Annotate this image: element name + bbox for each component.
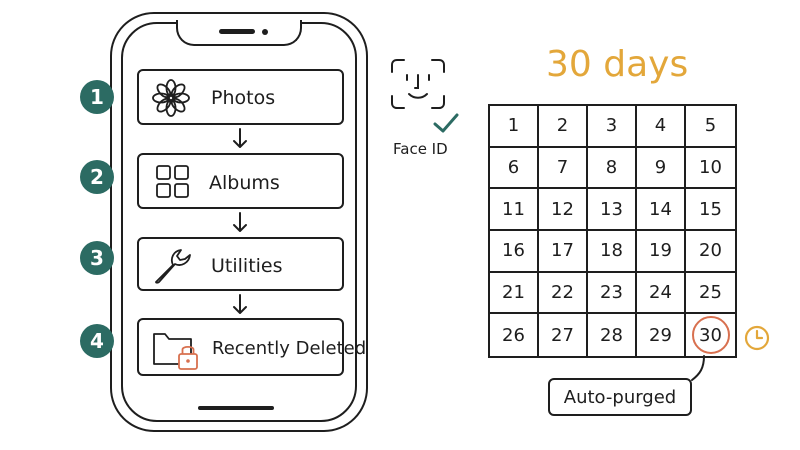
clock-icon — [744, 325, 770, 351]
calendar-day-number: 13 — [600, 198, 623, 220]
flower-icon — [152, 79, 190, 117]
calendar-day: 28 — [588, 314, 637, 356]
step-utilities-button[interactable]: Utilities — [137, 237, 344, 291]
calendar-day: 20 — [686, 231, 735, 273]
calendar-day-number: 11 — [502, 198, 525, 220]
calendar-day: 16 — [490, 231, 539, 273]
calendar-day: 23 — [588, 272, 637, 315]
calendar-day: 25 — [686, 273, 735, 315]
calendar-day-number: 20 — [699, 240, 722, 262]
calendar-day-number: 16 — [502, 240, 525, 262]
calendar-day: 14 — [637, 189, 686, 231]
calendar-day: 11 — [490, 189, 539, 231]
calendar-day: 24 — [637, 272, 686, 315]
calendar-day: 6 — [490, 147, 539, 190]
arrow-down-icon — [233, 294, 247, 314]
calendar-day: 30 — [686, 314, 735, 356]
step-badge-1: 1 — [80, 80, 114, 114]
home-indicator — [198, 406, 274, 410]
calendar-day-number: 1 — [507, 115, 520, 137]
face-id-label: Face ID — [393, 140, 448, 158]
step-badge-2: 2 — [80, 160, 114, 194]
calendar-day-number: 8 — [605, 156, 618, 178]
calendar-day: 22 — [539, 272, 588, 315]
calendar-day-number: 7 — [556, 156, 569, 178]
calendar-day: 18 — [588, 231, 637, 273]
calendar-day: 17 — [539, 231, 588, 273]
auto-purged-label: Auto-purged — [548, 378, 692, 416]
calendar-day-number: 21 — [502, 281, 525, 303]
calendar-day-number: 29 — [649, 324, 672, 346]
calendar-day: 27 — [539, 314, 588, 356]
calendar-day: 7 — [539, 147, 588, 190]
calendar-title: 30 days — [546, 44, 689, 85]
calendar-day-number: 26 — [502, 324, 525, 346]
calendar-day-number: 6 — [507, 156, 520, 178]
step-photos-button[interactable]: Photos — [137, 69, 344, 125]
calendar-day: 12 — [539, 189, 588, 231]
step-label-albums: Albums — [209, 172, 280, 194]
calendar-day: 13 — [588, 189, 637, 231]
calendar-day-number: 30 — [699, 324, 722, 346]
calendar-day-number: 2 — [556, 115, 569, 137]
calendar-day-number: 18 — [600, 240, 623, 262]
grid-icon — [156, 165, 189, 198]
calendar-day-number: 4 — [654, 115, 667, 137]
connector-line — [691, 355, 705, 381]
calendar-day-number: 10 — [699, 156, 722, 178]
calendar-day: 4 — [637, 106, 686, 148]
arrow-down-icon — [233, 128, 247, 148]
phone-camera — [262, 29, 268, 35]
calendar-day-number: 25 — [699, 281, 722, 303]
calendar-day-number: 28 — [600, 324, 623, 346]
calendar-day-number: 23 — [600, 281, 623, 303]
calendar-day: 9 — [637, 147, 686, 190]
calendar-day: 26 — [490, 314, 539, 356]
calendar-day: 2 — [539, 106, 588, 148]
calendar-day-number: 27 — [551, 324, 574, 346]
wrench-icon — [155, 249, 191, 284]
calendar-day: 19 — [637, 231, 686, 273]
calendar-day-number: 5 — [704, 115, 717, 137]
highlight-circle: 30 — [691, 316, 730, 355]
calendar-day: 29 — [637, 314, 686, 356]
phone-speaker — [219, 29, 255, 34]
calendar-day-number: 14 — [649, 198, 672, 220]
step-label-recently-deleted: Recently Deleted — [212, 338, 367, 359]
calendar-day: 15 — [686, 189, 735, 231]
calendar-day: 21 — [490, 272, 539, 315]
face-id-icon — [391, 59, 445, 109]
calendar-day-number: 9 — [654, 156, 667, 178]
step-badge-4: 4 — [80, 324, 114, 358]
calendar-day-number: 3 — [605, 115, 618, 137]
calendar-day: 8 — [588, 147, 637, 190]
calendar-day-number: 22 — [551, 281, 574, 303]
step-recently-deleted-button[interactable]: Recently Deleted — [137, 318, 366, 376]
step-badge-3: 3 — [80, 241, 114, 275]
calendar-day-number: 15 — [699, 198, 722, 220]
calendar-day: 5 — [686, 106, 735, 148]
checkmark-icon — [433, 113, 459, 133]
calendar-day: 3 — [588, 106, 637, 148]
step-albums-button[interactable]: Albums — [137, 153, 344, 209]
calendar-day-number: 19 — [649, 240, 672, 262]
calendar-day: 1 — [490, 106, 539, 148]
step-label-photos: Photos — [211, 87, 276, 109]
locked-folder-icon — [153, 333, 198, 370]
phone-frame — [110, 12, 368, 432]
calendar-day-number: 12 — [551, 198, 574, 220]
calendar-day-number: 17 — [551, 240, 574, 262]
calendar-day-number: 24 — [649, 281, 672, 303]
calendar-day: 10 — [686, 148, 735, 190]
step-label-utilities: Utilities — [211, 255, 283, 277]
arrow-down-icon — [233, 212, 247, 232]
